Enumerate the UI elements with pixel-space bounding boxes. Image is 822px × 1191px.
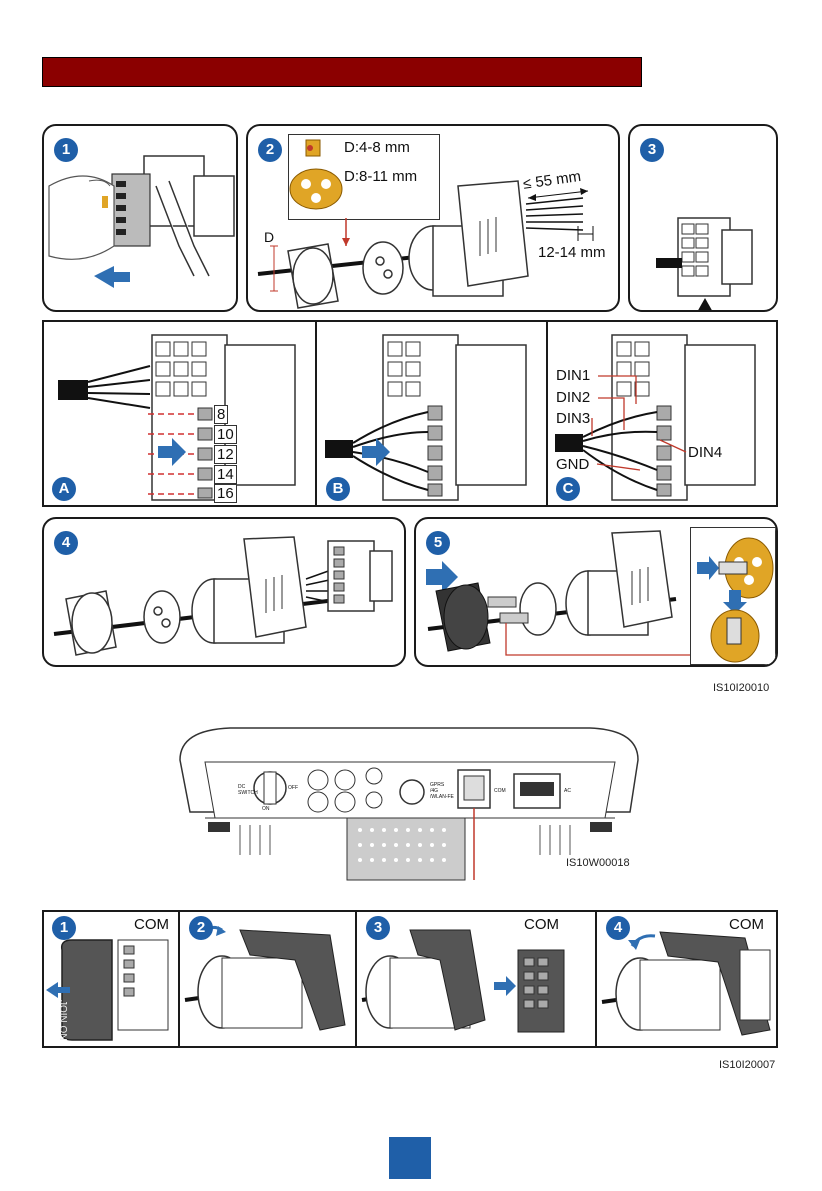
din3-label: DIN3	[556, 410, 590, 427]
conductor-strip-label: 12-14 mm	[538, 244, 606, 261]
page-number-box	[389, 1137, 431, 1179]
wiring-subpanels	[42, 320, 778, 507]
dc-switch-label: DC SWITCH	[238, 784, 258, 796]
com-step-1-badge: 1	[52, 916, 76, 940]
din2-label: DIN2	[556, 389, 590, 406]
sub-a-badge: A	[52, 477, 76, 501]
divider	[178, 910, 180, 1048]
terminal-number: 8	[214, 405, 228, 424]
terminal-number: 16	[214, 484, 237, 503]
din4-label: DIN4	[688, 444, 722, 461]
cable-diameter-label: D	[264, 229, 274, 245]
com-step-3-badge: 3	[366, 916, 390, 940]
pull-arrow-icon	[94, 266, 130, 288]
step-3-panel: 3	[628, 124, 778, 312]
step-4-panel: 4	[42, 517, 406, 667]
seal-large-diameter: D:8-11 mm	[344, 168, 417, 185]
com-label-step-3: COM	[524, 916, 559, 933]
ac-port-label: AC	[564, 788, 571, 794]
cap-text: JOIN ON	[57, 1000, 68, 1041]
step-4-illustration	[44, 519, 406, 667]
off-label: OFF	[288, 785, 298, 791]
din1-label: DIN1	[556, 367, 590, 384]
divider	[315, 320, 317, 507]
terminal-number: 10	[214, 425, 237, 444]
figure-id-bottom: IS10I20007	[719, 1059, 775, 1071]
figure-id-inverter: IS10W00018	[566, 857, 630, 869]
step-1-illustration	[44, 126, 238, 312]
figure-id-top: IS10I20010	[713, 682, 769, 694]
divider	[546, 320, 548, 507]
gprs-label: GPRS /4G /WLAN-FE	[430, 782, 454, 800]
com-step-4-badge: 4	[606, 916, 630, 940]
step-5-panel: 5	[414, 517, 778, 667]
com-port-label: COM	[494, 788, 506, 794]
terminal-number: 12	[214, 445, 237, 464]
seal-small-diameter: D:4-8 mm	[344, 139, 410, 156]
com-label-step-1: COM	[134, 916, 169, 933]
divider	[595, 910, 597, 1048]
sub-b-badge: B	[326, 477, 350, 501]
step-2-illustration	[248, 126, 620, 312]
gnd-label: GND	[556, 456, 589, 473]
step-2-panel: 2	[246, 124, 620, 312]
section-header-bar	[42, 57, 642, 87]
com-label-step-4: COM	[729, 916, 764, 933]
com-step-2-badge: 2	[189, 916, 213, 940]
on-label: ON	[262, 806, 270, 812]
sub-c-badge: C	[556, 477, 580, 501]
divider	[355, 910, 357, 1048]
step-3-illustration	[630, 126, 778, 312]
terminal-number: 14	[214, 465, 237, 484]
seal-plug-inset	[690, 527, 776, 665]
step-1-panel: 1	[42, 124, 238, 312]
